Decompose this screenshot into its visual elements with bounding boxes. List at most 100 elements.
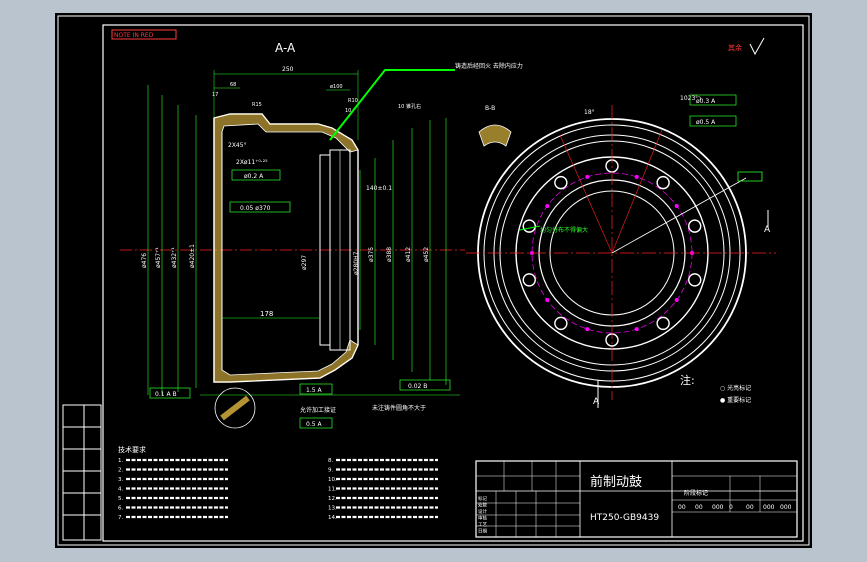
hole-callout: 2Xø11⁺⁰·²⁵ [236,159,268,166]
title-cell-value: 00 [678,504,686,511]
dim-inner-length: 178 [260,310,273,318]
note-item: 13. [328,506,337,512]
signature-label: 日期 [478,529,487,535]
legend-item-1: ○ 光亮标记 [720,384,751,392]
signature-label: 处数 [478,502,487,509]
section-marker-right: A [764,225,771,235]
dim-taper: 10 锥孔右 [398,103,421,110]
front-pos-tol-2: ø0.5 A [696,119,716,126]
dia-457: ø457⁺¹ [155,247,162,268]
hole-note-front: 10ר23⁵ [680,95,701,102]
legend-item-2: ● 重要标记 [720,396,751,404]
dia-297: ø297 [301,255,308,270]
runout-b3-box [399,379,451,391]
dia-375: ø375 [368,247,375,262]
title-cell-value: 000 [763,504,775,511]
dia-420: ø420±1 [189,244,196,268]
note-item: 7. [118,515,123,521]
note-item: 4. [118,487,123,493]
stage-label: 阶段标记 [684,489,708,497]
dia-452: ø452 [423,247,430,262]
note-item: 1. [118,458,123,464]
runout-b2-box [299,417,333,429]
hidden-point [674,203,679,208]
bolt-hole [688,273,702,287]
hidden-point [545,203,550,208]
hidden-point [585,174,590,179]
chamfer-1: 2X45° [228,142,247,149]
notes-right-column: 8. 9. 10. 11. 12. 13. 14. [328,458,438,521]
sheet-background [55,13,812,548]
signature-label: 工艺 [478,522,487,528]
notes-title: 技术要求 [118,445,146,454]
dim-r15: R15 [252,102,262,108]
roughness-check-icon [749,37,765,56]
angle-label: 18° [584,109,595,116]
bolt-hole [688,219,702,233]
runout-left-box [149,387,191,399]
dia-388: ø388 [386,247,393,262]
dia-476: ø476 [141,253,148,268]
note-item: 9. [328,468,333,474]
runout-b1: 1.5 A [306,387,322,394]
dim-68: 68 [230,82,236,88]
title-cell-value: 00 [695,504,703,511]
position-tol: ø0.2 A [244,173,264,180]
bolt-hole [656,316,670,331]
signature-label: 审核 [478,515,487,522]
note-item: 2. [118,468,123,474]
hole-pattern-note: 均匀分布不得偏大 [540,226,588,234]
roughness-other-text: 其余 [728,43,742,52]
signature-label: 标记 [478,495,487,502]
bolt-hole [554,175,568,190]
runout-b1-box [299,383,333,395]
machining-callout: 铸造后经回火 去除内应力 [455,62,523,70]
title-cell-value: 00 [746,504,754,511]
hidden-point [585,327,590,332]
dia-280h7: ø280H7 [353,251,360,275]
flatness-box [229,201,291,213]
dim-17: 17 [212,92,218,98]
material: HT250-GB9439 [590,513,659,523]
title-cell-value: 000 [780,504,792,511]
title-cell-value: 000 [712,504,724,511]
note-item: 6. [118,506,123,512]
inner-frame [102,24,804,542]
note-item: 10. [328,477,337,483]
hidden-point [634,174,639,179]
dia-412: ø412 [405,247,412,262]
note-item: 5. [118,496,123,502]
red-header-box [111,29,177,40]
note-item: 3. [118,477,123,483]
note-item: 14. [328,515,337,521]
title-cell-value: 0 [729,504,733,511]
front-pos-tol1-box [689,94,737,106]
signature-label: 设计 [478,508,487,515]
position-tol-box [231,169,281,181]
front-pos-tol2-box [689,115,737,127]
bolt-hole [522,273,536,287]
part-name: 前制动鼓 [590,474,642,490]
dia-432: ø432⁺¹ [171,247,178,268]
note-item: 8. [328,458,333,464]
hidden-point [545,298,550,303]
dim-10: 10 [345,108,351,114]
bolt-hole [554,316,568,331]
note-item: 11. [328,487,337,493]
runout-b2: 0.5 A [306,421,322,428]
dim-overall-width: 250 [282,66,294,73]
section-marker-bottom: A [593,397,600,407]
dim-r10: R10 [348,98,358,104]
bolt-hole [656,175,670,190]
section-view [120,69,512,429]
dim-phi100: ø100 [330,84,343,90]
note-item: 12. [328,496,337,502]
hidden-point [634,327,639,332]
hidden-point [674,298,679,303]
section-bb-label: B-B [485,105,495,112]
left-strip [62,404,102,541]
